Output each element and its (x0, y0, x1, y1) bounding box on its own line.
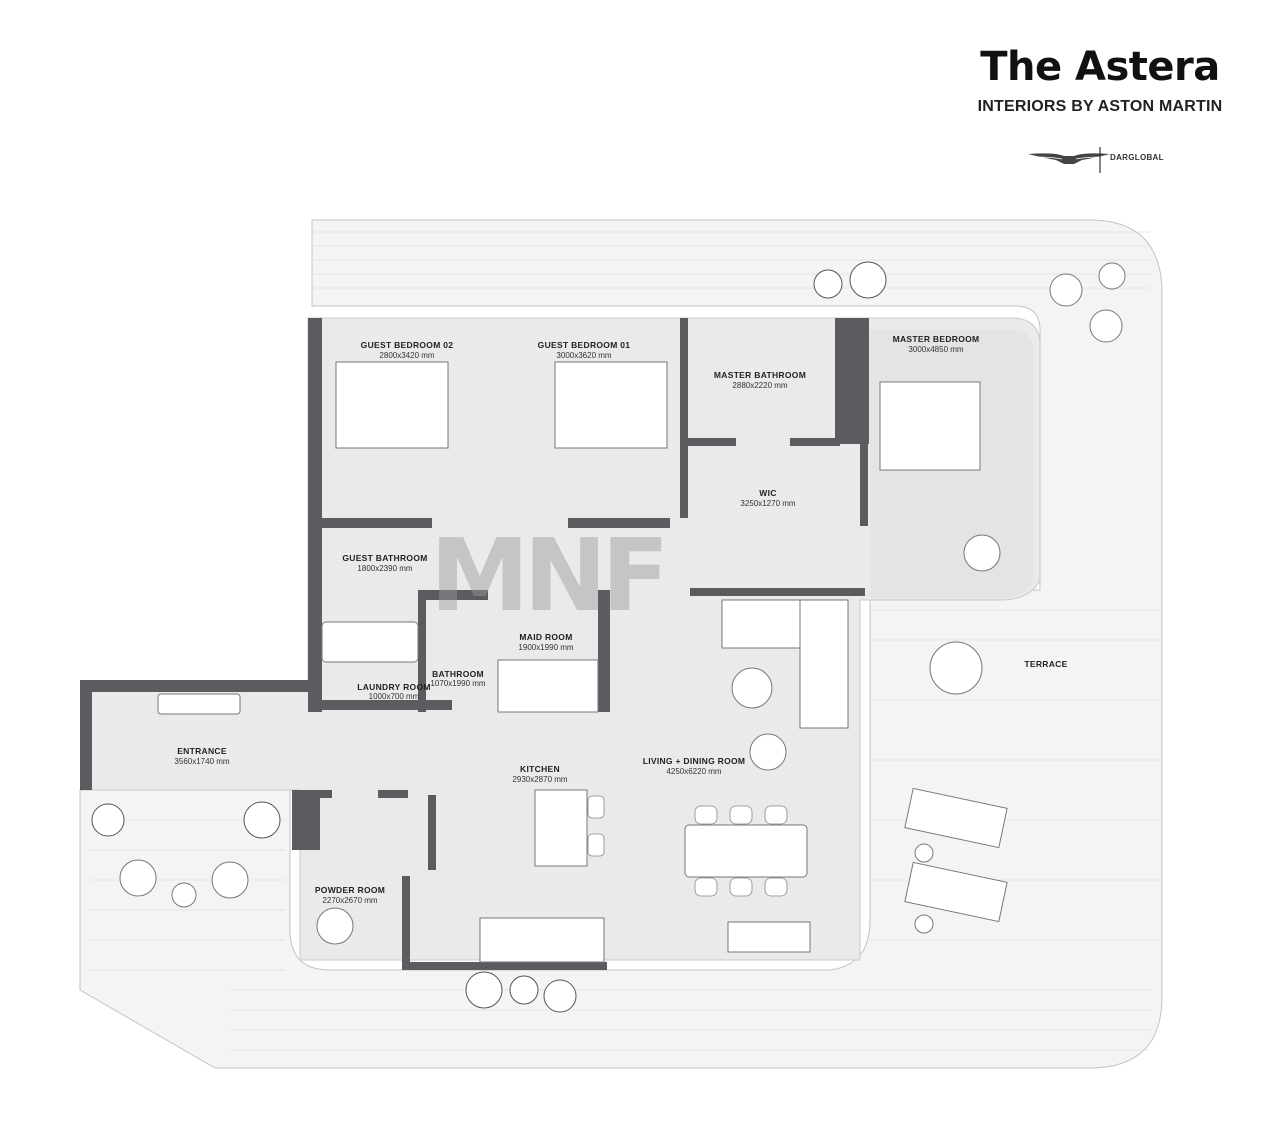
label-laundry-room: LAUNDRY ROOM (357, 682, 431, 692)
label-bathroom: BATHROOM (432, 669, 484, 679)
deck-lines (90, 231, 1160, 1051)
kitchen-island (534, 789, 588, 867)
label-living-dining: LIVING + DINING ROOM (643, 756, 746, 766)
dim-wic: 3250x1270 mm (740, 499, 795, 508)
dim-guest-bedroom-02: 2800x3420 mm (379, 351, 434, 360)
loungers (904, 787, 1008, 923)
dim-master-bedroom: 3000x4850 mm (908, 345, 963, 354)
bed-master (879, 381, 981, 471)
label-master-bathroom: MASTER BATHROOM (714, 370, 806, 380)
sofa-back (721, 599, 801, 649)
dining-table (684, 824, 808, 878)
plants (91, 261, 887, 1013)
dim-guest-bedroom-01: 3000x3620 mm (556, 351, 611, 360)
dim-bathroom: 1070x1990 mm (430, 679, 485, 688)
dim-guest-bathroom: 1800x2390 mm (357, 564, 412, 573)
sofa-side (799, 599, 849, 729)
dim-master-bathroom: 2880x2220 mm (732, 381, 787, 390)
dar-global-logo: DARGLOBAL (1110, 153, 1164, 162)
bed-guest-01 (554, 361, 668, 449)
brand-subtitle: INTERIORS BY ASTON MARTIN (977, 98, 1223, 115)
label-guest-bedroom-01: GUEST BEDROOM 01 (538, 340, 631, 350)
tv-console (727, 921, 811, 953)
dim-entrance: 3560x1740 mm (174, 757, 229, 766)
bed-guest-02 (335, 361, 449, 449)
walls (80, 318, 869, 970)
dim-laundry-room: 1000x700 mm (369, 692, 420, 701)
label-powder-room: POWDER ROOM (315, 885, 385, 895)
dim-living-dining: 4250x6220 mm (666, 767, 721, 776)
bathtub (321, 621, 419, 663)
label-guest-bedroom-02: GUEST BEDROOM 02 (361, 340, 454, 350)
aston-martin-wings-icon (1028, 147, 1110, 173)
label-wic: WIC (759, 488, 776, 498)
label-terrace: TERRACE (1024, 659, 1067, 669)
label-guest-bathroom: GUEST BATHROOM (342, 553, 427, 563)
label-master-bedroom: MASTER BEDROOM (893, 334, 980, 344)
bed-maid (497, 659, 599, 713)
dining-chairs (587, 795, 788, 897)
label-entrance: ENTRANCE (177, 746, 227, 756)
chairs (119, 262, 1126, 945)
furniture (157, 361, 981, 963)
dim-maid-room: 1900x1990 mm (518, 643, 573, 652)
dim-kitchen: 2930x2870 mm (512, 775, 567, 784)
dim-powder-room: 2270x2670 mm (322, 896, 377, 905)
watermark: MNF (430, 517, 664, 634)
label-maid-room: MAID ROOM (519, 632, 572, 642)
kitchen-counter (479, 917, 605, 963)
brand-title: The Astera (980, 44, 1220, 90)
label-kitchen: KITCHEN (520, 764, 560, 774)
entrance-console (157, 693, 241, 715)
